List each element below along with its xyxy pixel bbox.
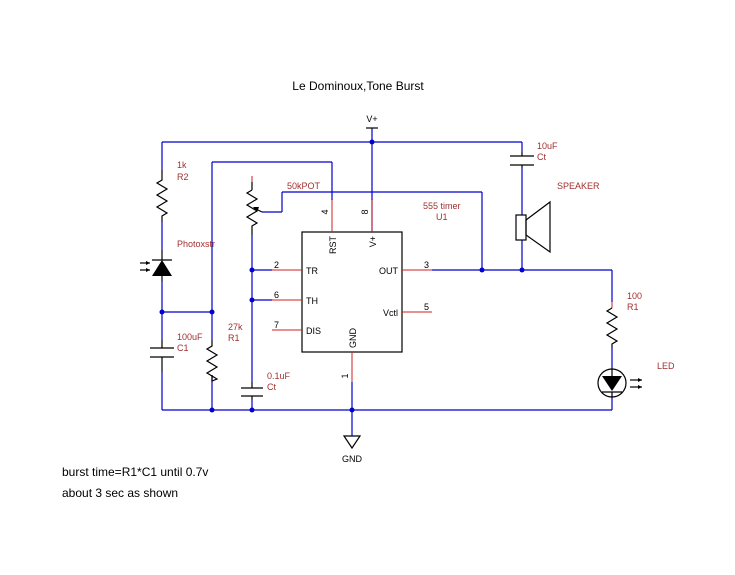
svg-text:DIS: DIS (306, 326, 321, 336)
svg-text:GND: GND (342, 454, 363, 464)
svg-text:2: 2 (274, 260, 279, 270)
svg-text:C1: C1 (177, 343, 189, 353)
svg-text:3: 3 (424, 260, 429, 270)
svg-text:V+: V+ (366, 114, 377, 124)
svg-text:50kPOT: 50kPOT (287, 181, 321, 191)
svg-text:GND: GND (348, 328, 358, 349)
resistor-led: 100 R1 (605, 291, 642, 348)
svg-text:1: 1 (340, 373, 350, 378)
svg-text:U1: U1 (436, 212, 448, 222)
vplus-terminal: V+ (366, 114, 378, 129)
svg-text:8: 8 (360, 209, 370, 214)
svg-text:10uF: 10uF (537, 141, 558, 151)
svg-text:100: 100 (627, 291, 642, 301)
wires (161, 128, 613, 436)
resistor-r1: 27k R1 (205, 322, 243, 382)
svg-text:SPEAKER: SPEAKER (557, 181, 600, 191)
svg-text:4: 4 (320, 209, 330, 214)
svg-text:7: 7 (274, 320, 279, 330)
capacitor-c1: 100uF C1 (150, 332, 203, 372)
svg-text:TH: TH (306, 296, 318, 306)
photo-transistor: Photoxstr (140, 239, 215, 282)
svg-text:Vctl: Vctl (383, 308, 398, 318)
svg-text:100uF: 100uF (177, 332, 203, 342)
svg-text:RST: RST (328, 235, 338, 254)
ic-555-timer: TR TH DIS OUT Vctl RST V+ GND 2 6 7 3 5 … (272, 200, 461, 382)
diagram-title: Le Dominoux,Tone Burst (292, 79, 424, 93)
svg-text:5: 5 (424, 302, 429, 312)
note-burst-time: burst time=R1*C1 until 0.7v (62, 465, 208, 479)
svg-text:R1: R1 (228, 333, 240, 343)
svg-text:R1: R1 (627, 302, 639, 312)
note-duration: about 3 sec as shown (62, 486, 178, 500)
svg-text:27k: 27k (228, 322, 243, 332)
svg-text:OUT: OUT (379, 266, 399, 276)
capacitor-ct: 0.1uF Ct (241, 371, 291, 400)
svg-text:TR: TR (306, 266, 318, 276)
junction-dots (159, 139, 525, 413)
resistor-r2: 1k R2 (155, 160, 189, 222)
svg-text:555 timer: 555 timer (423, 201, 461, 211)
svg-text:6: 6 (274, 290, 279, 300)
svg-text:Ct: Ct (537, 152, 546, 162)
svg-text:LED: LED (657, 361, 675, 371)
capacitor-speaker: 10uF Ct (510, 141, 558, 168)
ground-symbol: GND (342, 435, 363, 464)
speaker: SPEAKER (515, 181, 600, 254)
svg-text:V+: V+ (368, 236, 378, 247)
svg-text:Photoxstr: Photoxstr (177, 239, 215, 249)
svg-text:R2: R2 (177, 172, 189, 182)
svg-text:Ct: Ct (267, 382, 276, 392)
potentiometer: 50kPOT (245, 176, 321, 235)
led: LED (597, 361, 675, 398)
svg-text:1k: 1k (177, 160, 187, 170)
svg-text:0.1uF: 0.1uF (267, 371, 291, 381)
